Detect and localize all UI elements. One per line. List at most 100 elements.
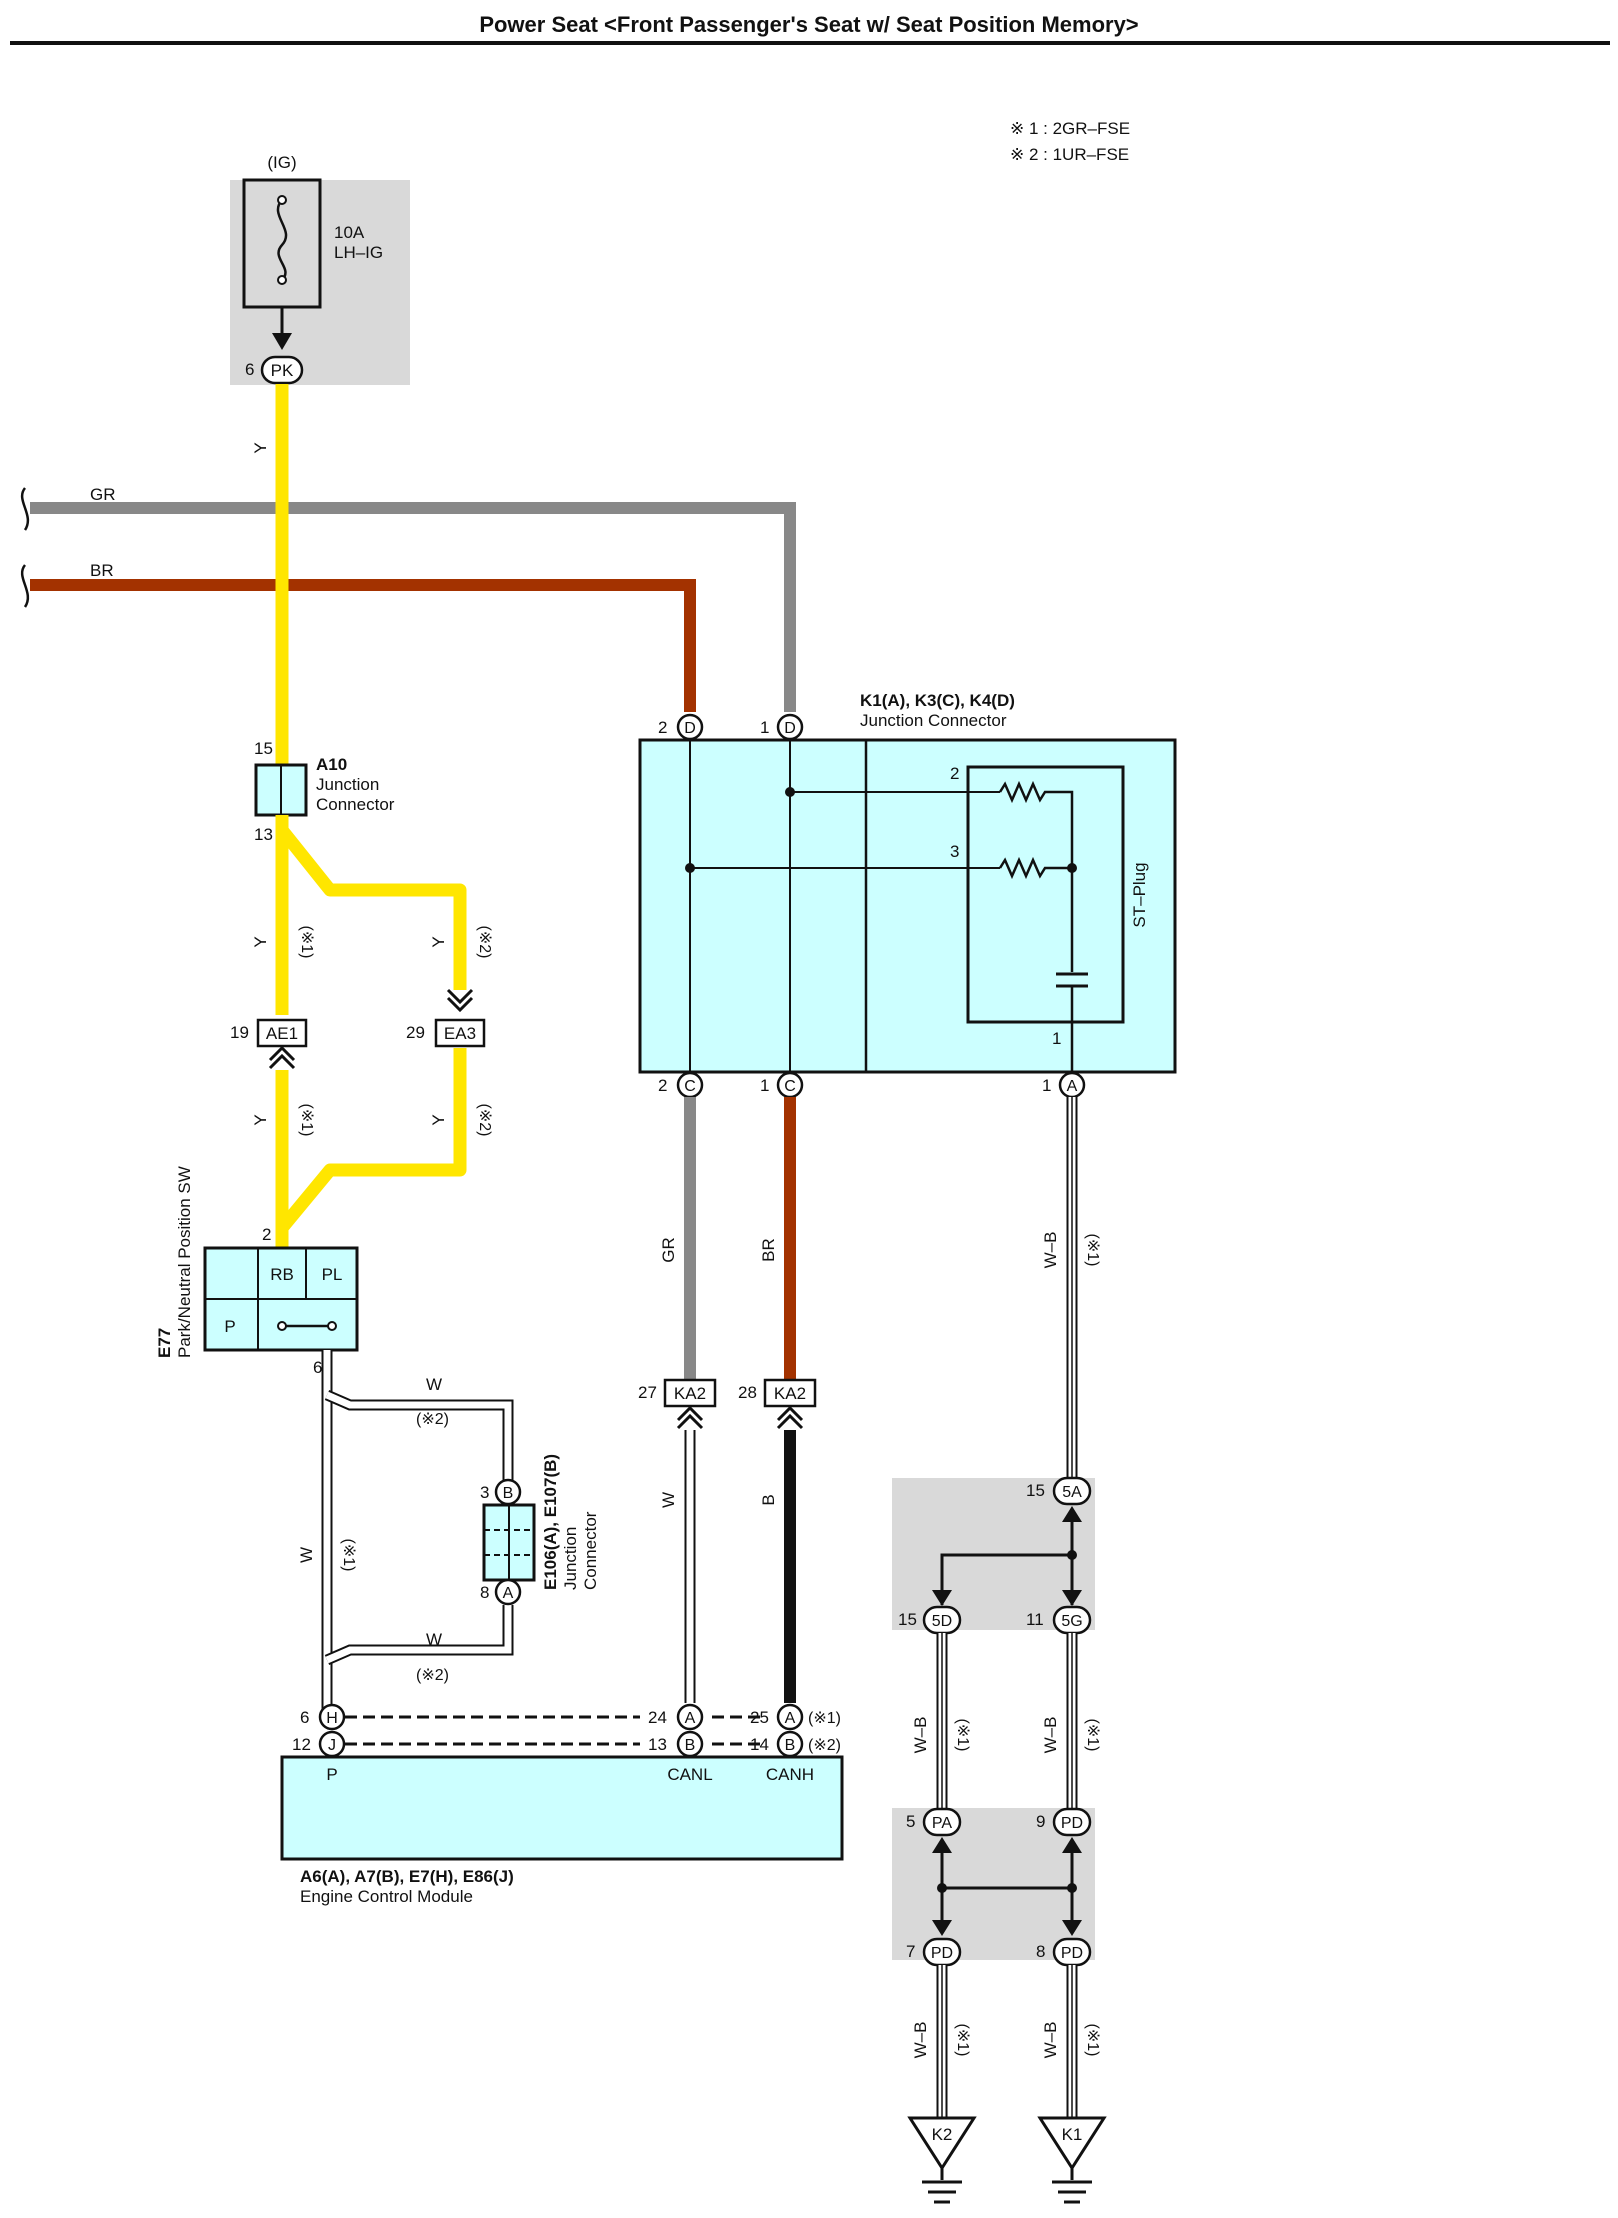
fuse-name: LH–IG — [334, 243, 383, 262]
k1-d1-connector-label: D — [784, 720, 796, 737]
ecm-box — [280, 1755, 844, 1861]
joint-9-pin: 9 — [1036, 1812, 1045, 1831]
w-wire-label-lower: W — [426, 1630, 442, 1649]
ecm-dashed-links — [345, 1715, 766, 1746]
ecm-canh-label: CANH — [766, 1765, 814, 1784]
br-wire-top — [30, 579, 696, 712]
y-wire-note-ea3: (※2) — [476, 926, 493, 959]
y-wire-note-ae1: (※1) — [298, 926, 315, 959]
e77-name: Park/Neutral Position SW — [175, 1166, 194, 1358]
joint-pd-connector — [1052, 1807, 1092, 1837]
w-wire-note-main: (※1) — [340, 1539, 357, 1572]
y-wire-label-ae1: Y — [251, 936, 270, 947]
joint-11-pin: 11 — [1026, 1610, 1044, 1629]
wb-wire-note-k1-gnd: (※1) — [1084, 2024, 1101, 2057]
ecm-canh-a-connector — [776, 1703, 804, 1731]
joint-pd-arrow-icon — [1062, 1837, 1082, 1853]
ground-k1-icon — [1037, 2116, 1107, 2204]
e106-connector-b-label: B — [503, 1485, 514, 1502]
k1-c1-connector-label: C — [784, 1078, 796, 1095]
e77-pin-top: 2 — [262, 1225, 271, 1244]
wb-wire-label-k2: W–B — [911, 2022, 930, 2059]
ka2-27-connector — [663, 1378, 717, 1408]
ka2-27-label: KA2 — [674, 1384, 706, 1403]
k1-a1-connector-label: A — [1067, 1078, 1078, 1095]
fuse-element — [276, 199, 288, 281]
k1-c1-pin: 1 — [760, 1076, 769, 1095]
w-wire-e106-lower — [324, 1605, 514, 1666]
ecm-canh-a-label: A — [785, 1710, 796, 1727]
wb-wire-label-mid-left: W–B — [911, 1717, 930, 1754]
e106-name-2: Connector — [581, 1511, 600, 1590]
ground-k1-label: K1 — [1062, 2125, 1083, 2144]
st-plug-cap-pin: 1 — [1052, 1029, 1061, 1048]
ae1-chevron-icon — [268, 1045, 296, 1070]
br-wire-label-lower: BR — [759, 1238, 778, 1262]
joint-15-pin: 15 — [1026, 1481, 1045, 1500]
ecm-13-pin: 13 — [648, 1735, 667, 1754]
e106-pin-a: 8 — [480, 1583, 489, 1602]
ka2-27-chevron-icon — [676, 1405, 704, 1430]
ecm-canl-a-label: A — [685, 1710, 696, 1727]
ecm-canl-label: CANL — [667, 1765, 712, 1784]
joint-pa-connector — [922, 1807, 962, 1837]
wb-wire-label-k1: W–B — [1041, 1232, 1060, 1269]
ecm-j-connector-label: J — [328, 1737, 336, 1754]
w-wire-label-main: W — [297, 1547, 316, 1563]
joint-15b-pin: 15 — [898, 1610, 917, 1629]
joint-5g-label: 5G — [1061, 1613, 1082, 1630]
k1-a1-pin: 1 — [1042, 1076, 1051, 1095]
a10-pin-in: 15 — [254, 739, 273, 758]
fuse-connector-pk — [260, 355, 304, 385]
ea3-pin: 29 — [406, 1023, 425, 1042]
y-wire-note-ae1-lower: (※1) — [298, 1104, 315, 1137]
gr-wire-top — [30, 502, 796, 712]
gr-wire-break-icon — [20, 487, 30, 531]
ka2-28-label: KA2 — [774, 1384, 806, 1403]
fuse-arrow-icon — [272, 333, 292, 350]
st-plug-pin-2: 2 — [950, 764, 959, 783]
ea3-connector — [434, 1018, 486, 1048]
ae1-label: AE1 — [266, 1024, 298, 1043]
k1-c2-pin: 2 — [658, 1076, 667, 1095]
y-wire-ea3-lower — [276, 1048, 467, 1233]
k1-d2-pin: 2 — [658, 718, 667, 737]
a10-id: A10 — [316, 755, 347, 774]
ecm-canl-b-label: B — [685, 1737, 696, 1754]
joint-5d-label: 5D — [932, 1613, 952, 1630]
ea3-label: EA3 — [444, 1024, 476, 1043]
wb-wire-label-k1-gnd: W–B — [1041, 2022, 1060, 2059]
joint-5-pin: 5 — [906, 1812, 915, 1831]
ecm-14-pin: 14 — [750, 1735, 769, 1754]
joint-5a-arrow-icon — [1062, 1506, 1082, 1522]
joint-8-pin: 8 — [1036, 1942, 1045, 1961]
ecm-id: A6(A), A7(B), E7(H), E86(J) — [300, 1867, 514, 1886]
wb-wire-note-mid-right: (※1) — [1084, 1719, 1101, 1752]
y-wire-label-top: Y — [251, 442, 270, 453]
joint-7-pin: 7 — [906, 1942, 915, 1961]
ground-k2-label: K2 — [932, 2125, 953, 2144]
resistor-1-icon — [998, 780, 1074, 868]
gr-wire-label-lower: GR — [659, 1237, 678, 1263]
y-wire-label-ea3: Y — [429, 936, 448, 947]
wb-wire-note-k2: (※1) — [954, 2024, 971, 2057]
w-wire-e106-upper — [324, 1389, 514, 1500]
ecm-p-label: P — [326, 1765, 337, 1784]
a10-name-1: Junction — [316, 775, 379, 794]
joint-5g-arrow-icon — [1062, 1590, 1082, 1606]
ecm-24-pin: 24 — [648, 1708, 667, 1727]
y-wire-label-ea3-lower: Y — [429, 1114, 448, 1125]
e77-id: E77 — [155, 1328, 174, 1358]
e106-connector-a-label: A — [503, 1585, 514, 1602]
joint-pa-arrow-icon — [932, 1837, 952, 1853]
joint-pa-label: PA — [932, 1815, 952, 1832]
k1-d2-connector-label: D — [684, 720, 696, 737]
ae1-pin: 19 — [230, 1023, 249, 1042]
k1-d1-pin: 1 — [760, 718, 769, 737]
w-wire-note-lower: (※2) — [416, 1667, 449, 1684]
k1-name: Junction Connector — [860, 711, 1007, 730]
y-wire-label-ae1-lower: Y — [251, 1114, 270, 1125]
e106-name-1: Junction — [561, 1527, 580, 1590]
joint-pd3-label: PD — [1061, 1945, 1083, 1962]
